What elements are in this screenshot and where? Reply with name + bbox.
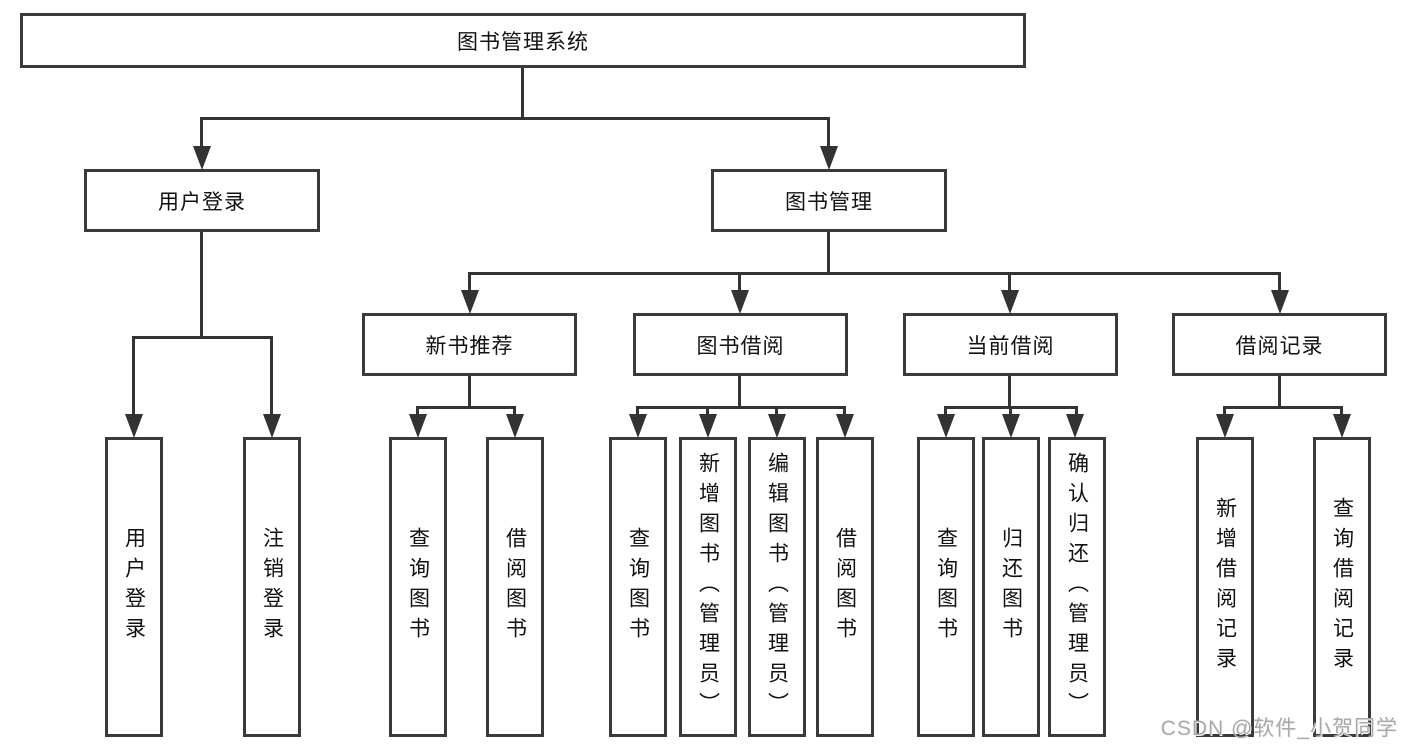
node-current-borrow: 当前借阅 <box>903 313 1118 376</box>
leaf-add-borrow-record: 新增借阅记录 <box>1196 437 1254 737</box>
arrow-down-leaf-5 <box>699 414 717 438</box>
arrow-down-recommend <box>461 290 479 314</box>
leaf-return-book-label: 归还图书 <box>999 527 1023 647</box>
connector-stem-leaf-4 <box>706 406 709 416</box>
connector-current-borrow-stem <box>1008 376 1011 409</box>
arrow-down-leaf-12 <box>1333 414 1351 438</box>
leaf-user-login: 用户登录 <box>105 437 163 737</box>
connector-stem-leaf-2 <box>513 406 516 416</box>
connector-stem-to-recommend <box>468 272 471 292</box>
connector-stem-leaf-logout <box>270 336 273 416</box>
leaf-query-borrow-record: 查询借阅记录 <box>1313 437 1371 737</box>
connector-stem-leaf-3 <box>636 406 639 416</box>
connector-stem-leaf-10 <box>1223 406 1226 416</box>
leaf-query-books-current-label: 查询图书 <box>934 527 958 647</box>
arrow-down-book-borrow <box>731 290 749 314</box>
node-new-book-recommend-label: 新书推荐 <box>425 334 514 358</box>
leaf-add-borrow-record-label: 新增借阅记录 <box>1213 497 1237 677</box>
leaf-query-books-recommend: 查询图书 <box>389 437 447 737</box>
leaf-logout: 注销登录 <box>243 437 301 737</box>
arrow-down-leaf-11 <box>1216 414 1234 438</box>
connector-split-book-management <box>468 272 1281 275</box>
connector-stem-leaf-6 <box>843 406 846 416</box>
leaf-logout-label: 注销登录 <box>260 527 284 647</box>
connector-stem-to-book-borrow <box>738 272 741 292</box>
connector-book-borrow-stem <box>738 376 741 409</box>
connector-split-root <box>200 117 830 120</box>
connector-stem-to-book-management <box>827 117 830 148</box>
leaf-query-books-recommend-label: 查询图书 <box>406 527 430 647</box>
arrow-down-leaf-7 <box>836 414 854 438</box>
connector-stem-leaf-9 <box>1075 406 1078 416</box>
connector-split-book-borrow <box>636 406 846 409</box>
arrow-down-leaf-10 <box>1066 414 1084 438</box>
leaf-borrow-books-recommend-label: 借阅图书 <box>503 527 527 647</box>
arrow-down-leaf-8 <box>937 414 955 438</box>
leaf-edit-book-admin-label: 编辑图书（管理员） <box>765 452 789 722</box>
arrow-down-leaf-3 <box>506 414 524 438</box>
node-book-borrow: 图书借阅 <box>633 313 848 376</box>
node-borrow-record-label: 借阅记录 <box>1235 334 1324 358</box>
arrow-down-book-management <box>820 146 838 170</box>
connector-split-recommend <box>416 406 516 409</box>
node-user-login: 用户登录 <box>84 169 320 232</box>
node-book-management: 图书管理 <box>711 169 947 232</box>
leaf-add-book-admin-label: 新增图书（管理员） <box>696 452 720 722</box>
connector-stem-leaf-8 <box>1009 406 1012 416</box>
connector-stem-to-user-login <box>200 117 203 148</box>
node-new-book-recommend: 新书推荐 <box>362 313 577 376</box>
arrow-down-borrow-record <box>1271 290 1289 314</box>
connector-stem-leaf-7 <box>944 406 947 416</box>
node-current-borrow-label: 当前借阅 <box>966 334 1055 358</box>
connector-stem-leaf-11 <box>1340 406 1343 416</box>
arrow-down-leaf-1 <box>263 414 281 438</box>
connector-stem-leaf-5 <box>775 406 778 416</box>
leaf-add-book-admin: 新增图书（管理员） <box>679 437 737 737</box>
arrow-down-leaf-6 <box>768 414 786 438</box>
node-book-management-label: 图书管理 <box>785 190 873 214</box>
leaf-return-book: 归还图书 <box>982 437 1040 737</box>
arrow-down-current-borrow <box>1001 290 1019 314</box>
arrow-down-leaf-9 <box>1002 414 1020 438</box>
leaf-confirm-return-admin: 确认归还（管理员） <box>1048 437 1106 737</box>
node-borrow-record: 借阅记录 <box>1172 313 1387 376</box>
node-root-label: 图书管理系统 <box>457 30 589 54</box>
csdn-watermark: CSDN @软件_小贺同学 <box>1160 717 1398 740</box>
connector-user-login-stem <box>200 232 203 339</box>
arrow-down-leaf-2 <box>409 414 427 438</box>
connector-stem-leaf-1 <box>416 406 419 416</box>
connector-stem-to-current-borrow <box>1008 272 1011 292</box>
leaf-borrow-books-label: 借阅图书 <box>833 527 857 647</box>
connector-borrow-record-stem <box>1278 376 1281 409</box>
arrow-down-user-login <box>193 146 211 170</box>
arrow-down-leaf-4 <box>629 414 647 438</box>
leaf-borrow-books: 借阅图书 <box>816 437 874 737</box>
connector-stem-leaf-user-login <box>132 336 135 416</box>
arrow-down-leaf-0 <box>125 414 143 438</box>
connector-book-management-stem <box>827 232 830 275</box>
connector-split-user-login <box>132 336 273 339</box>
leaf-edit-book-admin: 编辑图书（管理员） <box>748 437 806 737</box>
connector-split-borrow-record <box>1223 406 1343 409</box>
node-user-login-label: 用户登录 <box>158 190 246 214</box>
connector-recommend-stem <box>468 376 471 409</box>
connector-stem-to-borrow-record <box>1278 272 1281 292</box>
leaf-query-books-current: 查询图书 <box>917 437 975 737</box>
leaf-query-books-borrow-label: 查询图书 <box>626 527 650 647</box>
node-root: 图书管理系统 <box>20 13 1026 68</box>
leaf-borrow-books-recommend: 借阅图书 <box>486 437 544 737</box>
connector-root-stem <box>521 68 524 120</box>
node-book-borrow-label: 图书借阅 <box>696 334 785 358</box>
connector-split-current-borrow <box>944 406 1078 409</box>
leaf-confirm-return-admin-label: 确认归还（管理员） <box>1065 452 1089 722</box>
leaf-query-borrow-record-label: 查询借阅记录 <box>1330 497 1354 677</box>
leaf-query-books-borrow: 查询图书 <box>609 437 667 737</box>
leaf-user-login-label: 用户登录 <box>122 527 146 647</box>
